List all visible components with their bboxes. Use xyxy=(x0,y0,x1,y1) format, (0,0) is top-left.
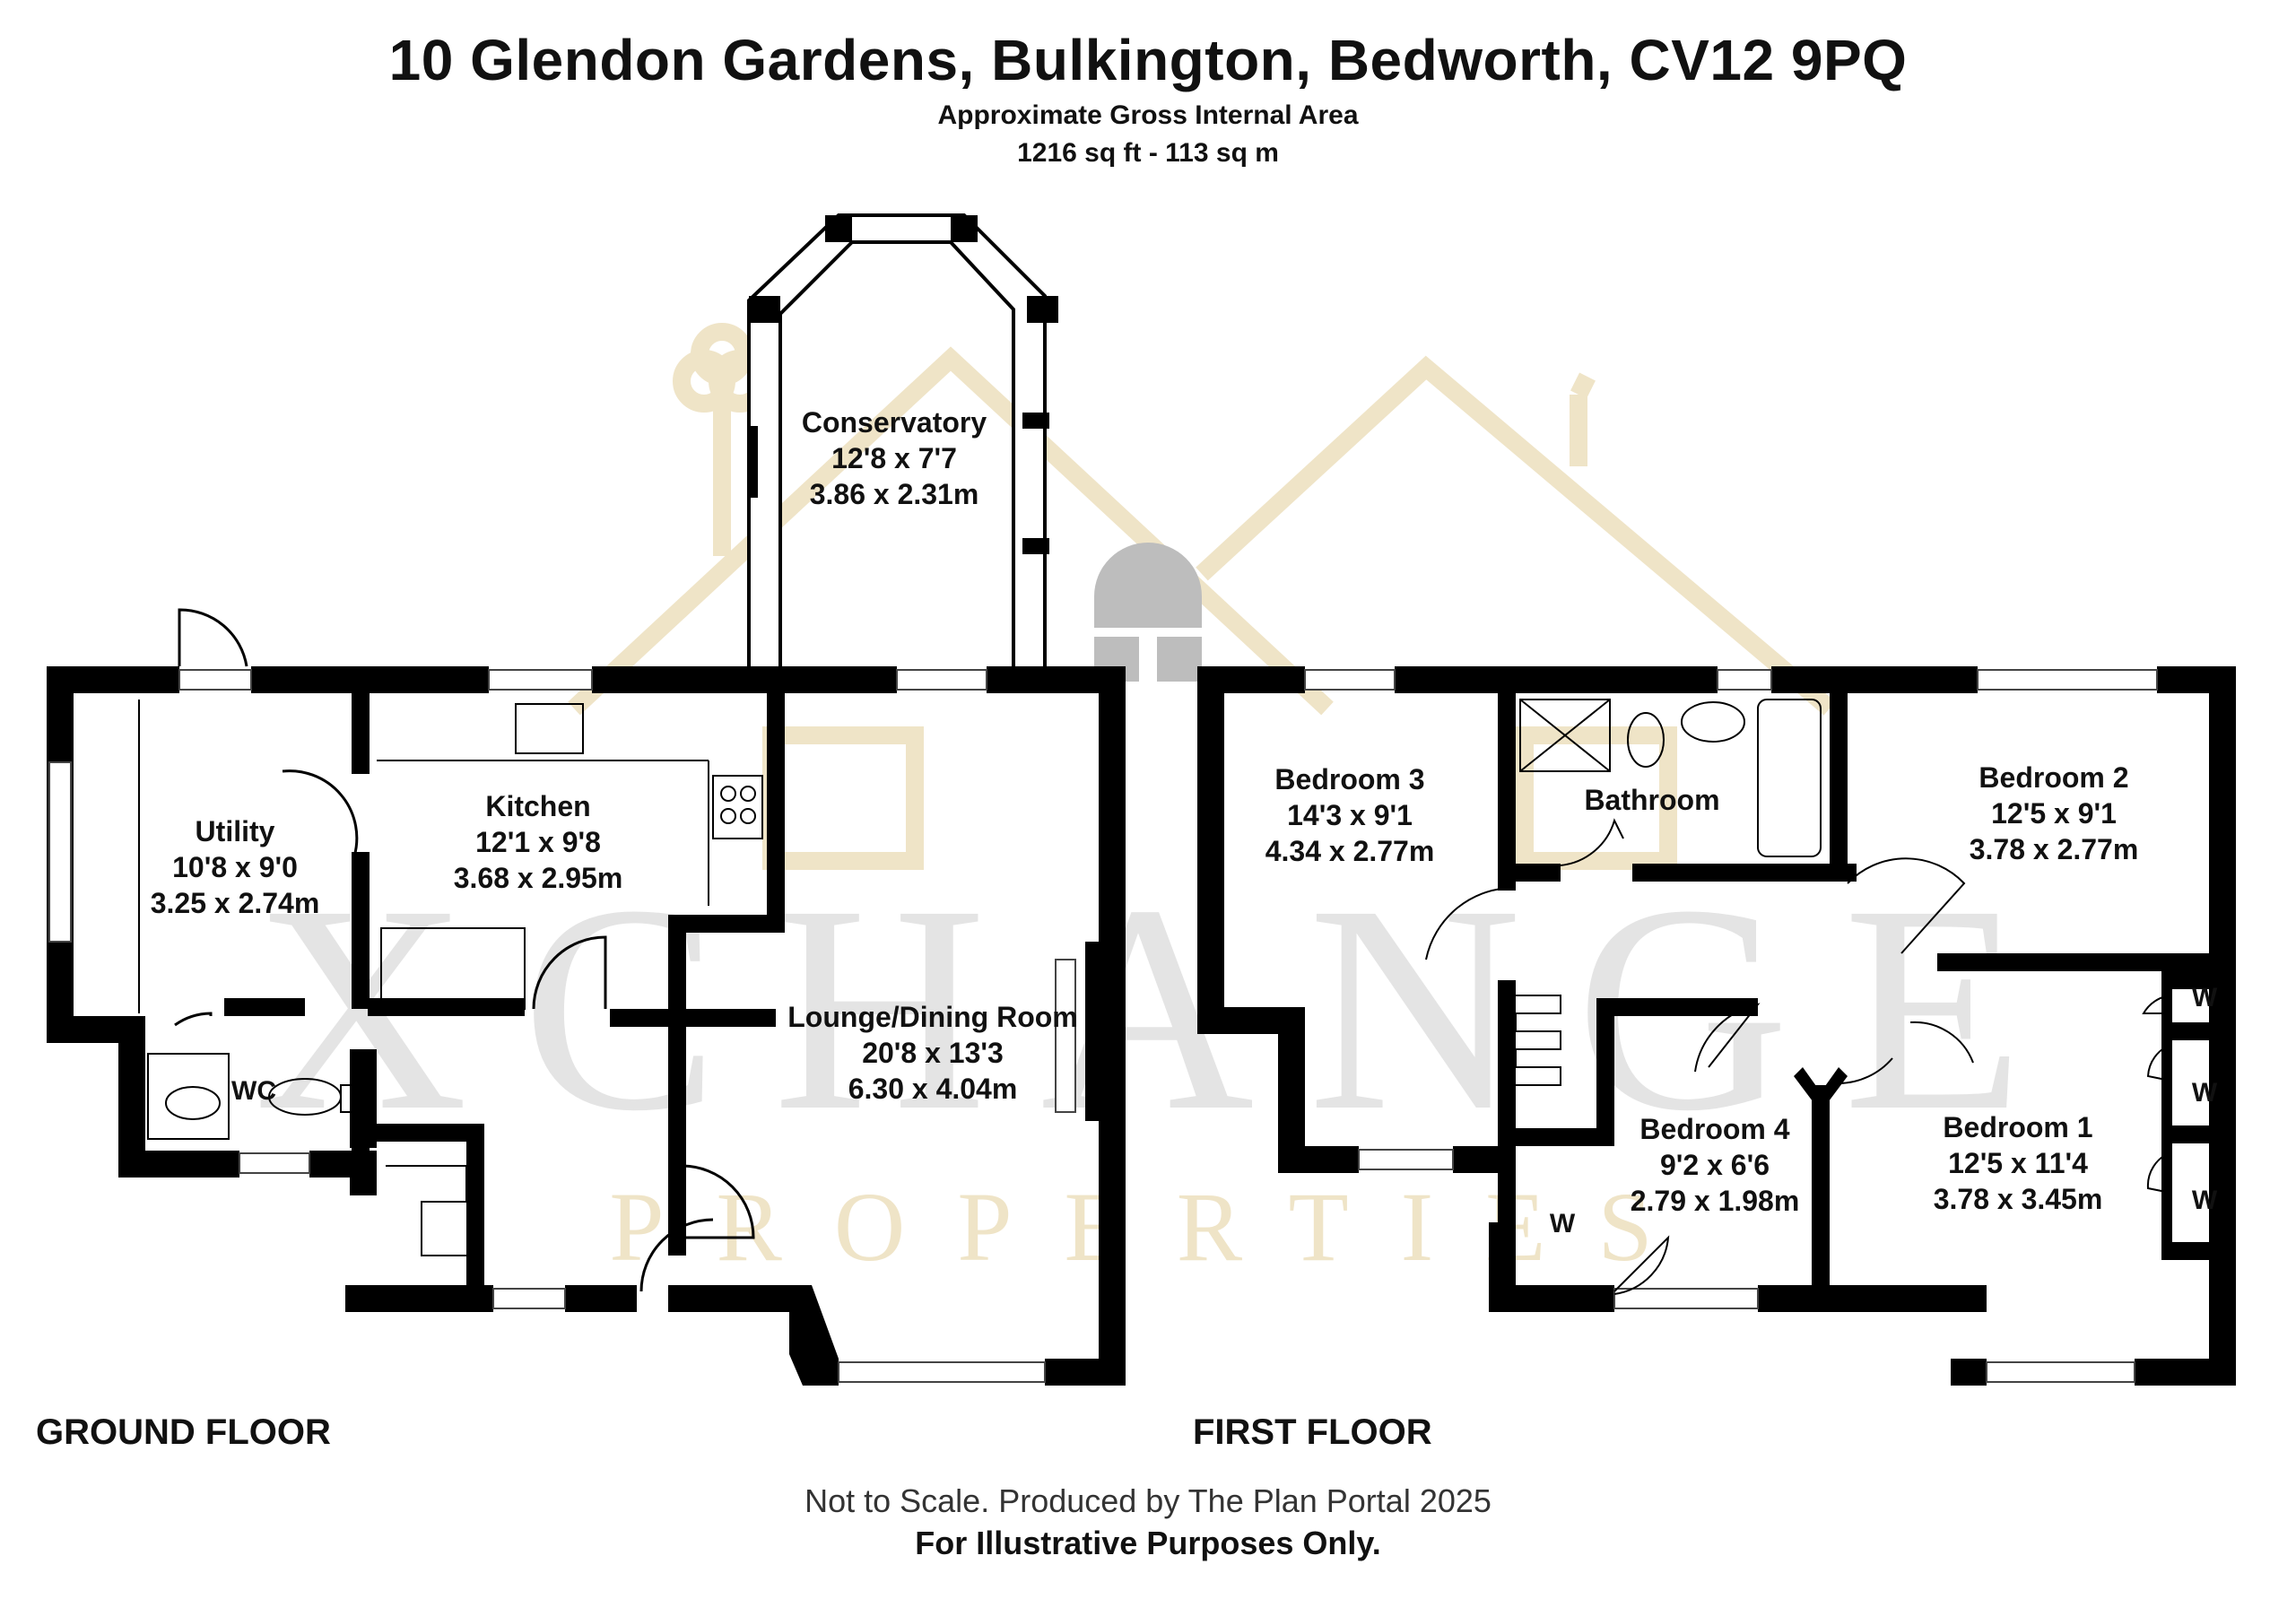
watermark-window-icon xyxy=(1094,543,1202,682)
ground-floor-label: GROUND FLOOR xyxy=(36,1412,331,1452)
lounge-name: Lounge/Dining Room xyxy=(787,1001,1078,1033)
room-bedroom4: Bedroom 4 9'2 x 6'6 2.79 x 1.98m xyxy=(1631,1113,1800,1217)
wc-name: WC xyxy=(231,1076,276,1106)
bedroom1-name: Bedroom 1 xyxy=(1943,1111,2092,1143)
first-floor-windows xyxy=(1304,669,2158,1383)
bedroom2-metric: 3.78 x 2.77m xyxy=(1970,833,2139,865)
wardrobe-labels: W W W W xyxy=(1550,983,2218,1238)
footer-note: Not to Scale. Produced by The Plan Porta… xyxy=(804,1482,1492,1519)
conservatory-name: Conservatory xyxy=(802,406,987,439)
kitchen-fixtures xyxy=(138,700,763,1256)
room-utility: Utility 10'8 x 9'0 3.25 x 2.74m xyxy=(151,815,320,919)
basin-icon xyxy=(1681,701,1745,743)
lounge-metric: 6.30 x 4.04m xyxy=(848,1073,1018,1105)
hob-icon xyxy=(712,775,763,839)
room-bedroom2: Bedroom 2 12'5 x 9'1 3.78 x 2.77m xyxy=(1970,761,2139,865)
bedroom3-metric: 4.34 x 2.77m xyxy=(1265,835,1435,867)
wardrobe-label: W xyxy=(2192,983,2218,1012)
bedroom1-metric: 3.78 x 3.45m xyxy=(1934,1183,2103,1215)
room-bedroom3: Bedroom 3 14'3 x 9'1 4.34 x 2.77m xyxy=(1265,763,1435,867)
kitchen-name: Kitchen xyxy=(485,790,590,822)
area-label: Approximate Gross Internal Area xyxy=(937,100,1359,130)
bedroom4-metric: 2.79 x 1.98m xyxy=(1631,1185,1800,1217)
utility-imperial: 10'8 x 9'0 xyxy=(172,851,298,883)
bedroom1-imperial: 12'5 x 11'4 xyxy=(1948,1147,2088,1179)
shower-icon xyxy=(1519,699,1611,772)
kitchen-metric: 3.68 x 2.95m xyxy=(454,862,623,894)
bedroom2-name: Bedroom 2 xyxy=(1979,761,2128,794)
room-lounge: Lounge/Dining Room 20'8 x 13'3 6.30 x 4.… xyxy=(787,1001,1078,1105)
ground-floor-walls xyxy=(47,666,1126,1386)
wardrobe-label: W xyxy=(1550,1209,1576,1238)
utility-name: Utility xyxy=(196,815,275,847)
wardrobe-label: W xyxy=(2192,1186,2218,1215)
first-floor-label: FIRST FLOOR xyxy=(1193,1412,1432,1452)
footer-disclaimer: For Illustrative Purposes Only. xyxy=(915,1525,1381,1561)
bathroom-name: Bathroom xyxy=(1584,784,1719,816)
kitchen-imperial: 12'1 x 9'8 xyxy=(475,826,601,858)
conservatory-metric: 3.86 x 2.31m xyxy=(810,478,979,510)
ground-floor-doors xyxy=(174,608,755,1292)
bath-icon xyxy=(1757,699,1822,857)
first-floor-fixtures xyxy=(1425,699,2171,1295)
wardrobe-label: W xyxy=(2192,1078,2218,1108)
bedroom3-imperial: 14'3 x 9'1 xyxy=(1287,799,1413,831)
area-value: 1216 sq ft - 113 sq m xyxy=(1017,138,1279,168)
toilet-icon xyxy=(1627,712,1665,768)
lounge-imperial: 20'8 x 13'3 xyxy=(862,1037,1004,1069)
room-kitchen: Kitchen 12'1 x 9'8 3.68 x 2.95m xyxy=(454,790,623,894)
bedroom3-name: Bedroom 3 xyxy=(1274,763,1424,795)
bedroom4-name: Bedroom 4 xyxy=(1639,1113,1789,1145)
sink-icon xyxy=(515,703,584,754)
utility-metric: 3.25 x 2.74m xyxy=(151,887,320,919)
conservatory-structure xyxy=(747,213,1058,670)
bedroom2-imperial: 12'5 x 9'1 xyxy=(1991,797,2117,830)
bedroom4-imperial: 9'2 x 6'6 xyxy=(1660,1149,1770,1181)
room-bedroom1: Bedroom 1 12'5 x 11'4 3.78 x 3.45m xyxy=(1934,1111,2103,1215)
first-floor-walls xyxy=(1197,666,2236,1386)
watermark-sub: PROPERTIES xyxy=(609,1172,1704,1282)
conservatory-imperial: 12'8 x 7'7 xyxy=(831,442,957,474)
ground-floor-windows xyxy=(48,669,1076,1383)
room-conservatory: Conservatory 12'8 x 7'7 3.86 x 2.31m xyxy=(802,406,987,510)
wc-basin-icon xyxy=(147,1053,230,1140)
plan-title: 10 Glendon Gardens, Bulkington, Bedworth… xyxy=(388,28,1908,92)
